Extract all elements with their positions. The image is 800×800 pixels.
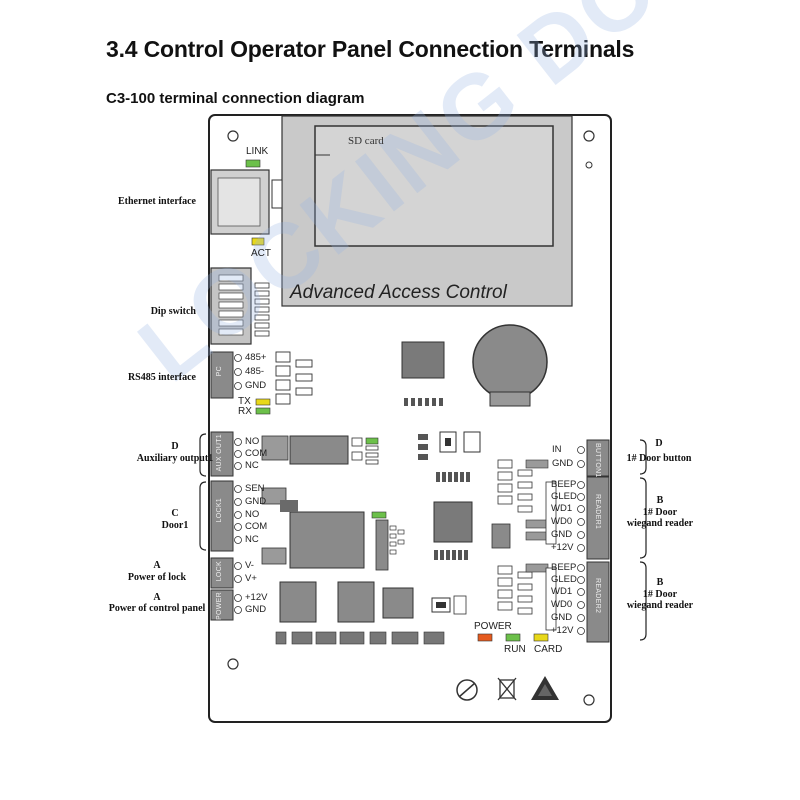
reader2-label-line2: wiegand reader	[626, 600, 694, 611]
reader1-label-line1: 1# Door	[642, 507, 678, 518]
door-button-letter: D	[655, 438, 663, 449]
reader2-letter: B	[656, 577, 664, 588]
pin-label: SEN	[245, 483, 265, 494]
lock-terminal-block	[210, 557, 234, 589]
lock1-terminal-tag: LOCK1	[216, 498, 223, 523]
sd-card-slot	[314, 125, 554, 247]
power-led-label: POWER	[474, 621, 512, 632]
pin-label: COM	[245, 448, 268, 459]
panel-power-label: Power of control panel	[108, 603, 206, 614]
rs485-interface-label: RS485 interface	[127, 372, 196, 383]
board-brand-text: Advanced Access Control	[290, 282, 507, 303]
reader2-terminal-tag: READER2	[594, 578, 601, 614]
pin-label: GND	[552, 458, 574, 469]
rs485-terminal-tag: PC	[216, 366, 223, 377]
pin-label: GLED	[551, 574, 577, 585]
weee-bin-icon	[497, 677, 517, 701]
pin-label: WD0	[551, 516, 573, 527]
mount-hole	[583, 130, 595, 142]
card-led	[533, 633, 549, 642]
door1-label: Door1	[161, 520, 189, 531]
pin-label: BEEP	[551, 562, 577, 573]
reader2-terminal-block	[586, 561, 610, 643]
aux-terminal-tag: AUX OUT1	[216, 434, 223, 472]
power-terminal-tag: POWER	[216, 592, 223, 620]
relay-aux	[289, 435, 349, 465]
card-led-label: CARD	[534, 644, 563, 655]
pin-label: GND	[551, 529, 573, 540]
door1-letter: C	[171, 508, 179, 519]
link-led-label: LINK	[246, 146, 269, 157]
rx-led	[255, 407, 271, 415]
pin-label: 485+	[245, 352, 267, 363]
pin-label: IN	[552, 444, 562, 455]
reader1-label-line2: wiegand reader	[626, 518, 694, 529]
diagram-subtitle: C3-100 terminal connection diagram	[106, 90, 365, 107]
pin-label: NO	[245, 509, 260, 520]
door-button-label: 1# Door button	[626, 453, 692, 464]
aux-output-letter: D	[171, 441, 179, 452]
pin-label: +12V	[245, 592, 268, 603]
pin-label: BEEP	[551, 479, 577, 490]
pin-label: NC	[245, 534, 259, 545]
power-led	[477, 633, 493, 642]
button-terminal-block	[586, 439, 610, 477]
lock-power-label: Power of lock	[127, 572, 187, 583]
pin-label: COM	[245, 521, 268, 532]
main-chip	[401, 341, 445, 379]
pin-label: GND	[551, 612, 573, 623]
lock-power-letter: A	[153, 560, 161, 571]
pin-label: +12V	[551, 625, 574, 636]
tx-led-label: TX	[238, 396, 251, 407]
lock1-terminal-block	[210, 480, 234, 552]
pin-label: GND	[245, 496, 267, 507]
reader1-terminal-block	[586, 476, 610, 560]
pb-free-icon	[456, 679, 478, 701]
pin-label: V+	[245, 573, 257, 584]
lock-terminal-tag: LOCK	[216, 561, 223, 582]
mount-hole	[585, 161, 593, 169]
dip-switch-label: Dip switch	[150, 306, 196, 317]
run-led-label: RUN	[504, 644, 526, 655]
rs485-terminal-block	[210, 351, 234, 399]
reader1-terminal-tag: READER1	[594, 494, 601, 530]
act-led	[251, 237, 265, 246]
act-led-label: ACT	[251, 248, 271, 259]
pin-label: WD1	[551, 503, 573, 514]
pin-label: WD0	[551, 599, 573, 610]
pin-label: +12V	[551, 542, 574, 553]
aux-terminal-block	[210, 431, 234, 477]
pin-label: NC	[245, 460, 259, 471]
pin-label: WD1	[551, 586, 573, 597]
rx-led-label: RX	[238, 406, 252, 417]
pin-label: GND	[245, 380, 267, 391]
mount-hole	[227, 130, 239, 142]
reader2-label-line1: 1# Door	[642, 589, 678, 600]
pin-label: GLED	[551, 491, 577, 502]
ethernet-interface-label: Ethernet interface	[117, 196, 196, 207]
run-led	[505, 633, 521, 642]
page-title: 3.4 Control Operator Panel Connection Te…	[106, 36, 635, 62]
relay-lock1	[289, 511, 365, 569]
mount-hole	[583, 694, 595, 706]
panel-power-letter: A	[153, 592, 161, 603]
button-terminal-tag: BUTTON1	[594, 443, 601, 478]
aux-output-label: Auxiliary output1	[136, 453, 214, 464]
link-led	[245, 159, 261, 168]
pin-label: GND	[245, 604, 267, 615]
pin-label: V-	[245, 560, 254, 571]
esd-warning-icon	[531, 676, 559, 700]
cpu-chip	[433, 501, 473, 543]
tx-led	[255, 398, 271, 406]
buzzer	[472, 324, 548, 400]
pin-label: 485-	[245, 366, 265, 377]
pin-label: NO	[245, 436, 260, 447]
mount-hole	[227, 658, 239, 670]
sd-card-label: SD card	[348, 135, 384, 147]
reader1-letter: B	[656, 495, 664, 506]
power-terminal-block	[210, 589, 234, 621]
